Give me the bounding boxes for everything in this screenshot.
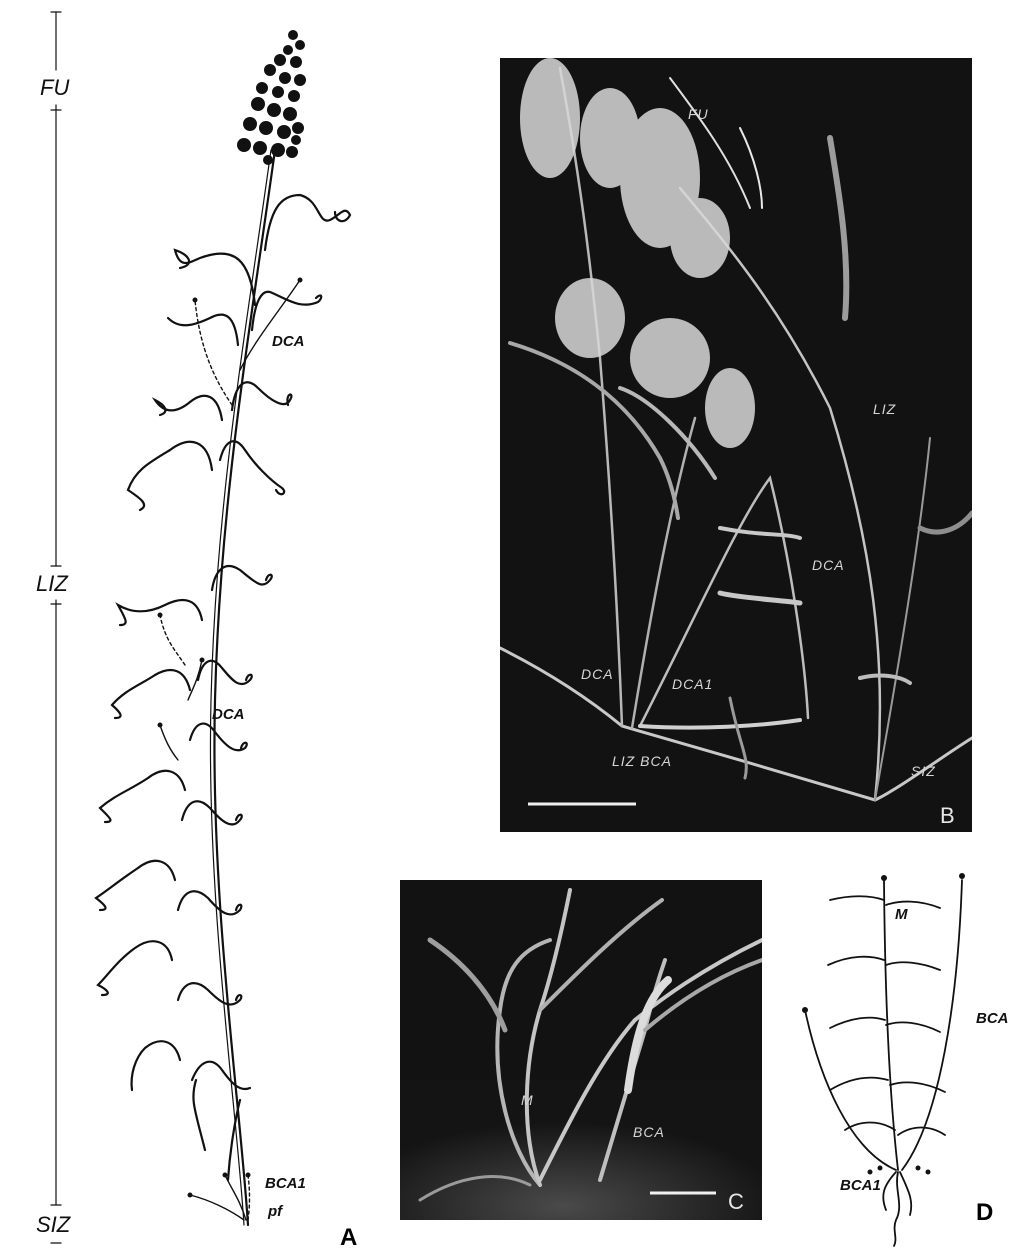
photo-c-label-bca: BCA	[633, 1124, 665, 1140]
panel-letter-b: B	[940, 803, 955, 829]
leaf-18	[98, 941, 172, 995]
panel-letter-c: C	[728, 1189, 744, 1215]
photo-b-label-dca-left: DCA	[581, 666, 614, 682]
photo-b-label-liz-bca: LIZ BCA	[612, 753, 672, 769]
dca-tiller-lower-1	[160, 615, 185, 665]
label-dca-lower: DCA	[212, 706, 245, 723]
leaf-20	[132, 1041, 180, 1090]
leaf-6	[155, 396, 222, 420]
label-d-m: M	[895, 906, 908, 923]
label-dca-upper: DCA	[272, 333, 305, 350]
leaf-17	[178, 891, 241, 914]
panel-b-photo	[500, 58, 972, 832]
leaf-12	[112, 670, 190, 718]
main-culm	[214, 150, 275, 1225]
photo-b-label-dca1: DCA1	[672, 676, 713, 692]
label-bca1: BCA1	[265, 1175, 306, 1192]
leaf-14	[100, 771, 185, 822]
dca-tiller-lower-2	[188, 660, 202, 700]
photo-b-label-siz: SIZ	[911, 763, 936, 779]
leaf-3	[252, 292, 321, 330]
leaf-19	[178, 983, 241, 1004]
zone-label-siz: SIZ	[36, 1212, 70, 1238]
photo-c-label-m: M	[521, 1092, 534, 1108]
label-pf: pf	[268, 1203, 282, 1220]
leaf-11	[198, 661, 252, 684]
leaf-8	[128, 442, 212, 510]
panicle	[237, 30, 306, 165]
photo-b-label-fu: FU	[688, 106, 709, 122]
tiller-base-left	[193, 1080, 205, 1150]
label-d-bca1: BCA1	[840, 1177, 881, 1194]
photo-b-label-dca-right: DCA	[812, 557, 845, 573]
zone-label-liz: LIZ	[36, 571, 68, 597]
leaf-1	[265, 195, 350, 250]
bca1-tiller-3	[248, 1175, 250, 1220]
zone-label-fu: FU	[40, 75, 69, 101]
panel-c-photo	[400, 880, 762, 1220]
bca1-tiller-1	[190, 1195, 244, 1220]
leaf-13	[190, 724, 247, 751]
label-d-bca: BCA	[976, 1010, 1009, 1027]
leaf-21	[192, 1062, 250, 1089]
leaf-4	[168, 315, 238, 345]
panel-letter-a: A	[340, 1224, 357, 1252]
leaf-16	[96, 861, 175, 910]
leaf-2	[175, 250, 255, 305]
dca-tiller-lower-3	[160, 725, 178, 760]
panel-letter-d: D	[976, 1199, 993, 1227]
photo-b-label-liz: LIZ	[873, 401, 896, 417]
